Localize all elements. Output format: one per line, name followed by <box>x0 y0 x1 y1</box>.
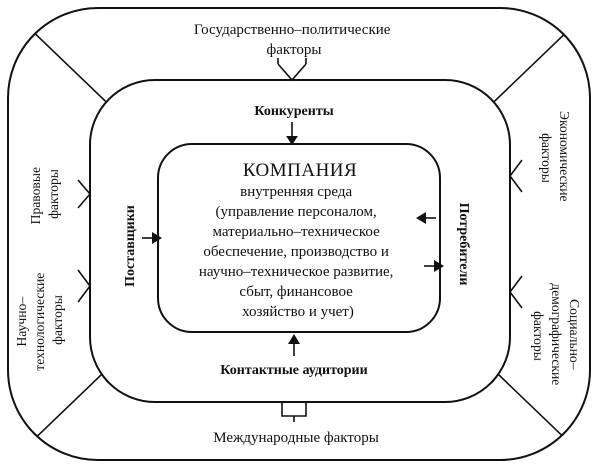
connector-left-b <box>77 269 91 303</box>
outer-left-a-line-1: Правовые <box>28 167 43 224</box>
outer-right-b-line-3: факторы <box>531 311 546 361</box>
actor-contact-audiences-label: Контактные аудитории <box>220 363 367 378</box>
arrow-competitors-head <box>286 136 298 145</box>
company-description: внутренняя среда (управление персоналом,… <box>199 184 397 320</box>
company-line-5: научно–техническое развитие, <box>199 264 394 280</box>
outer-left-a-label: Правовые факторы <box>28 164 61 225</box>
company-line-3: материально–техническое <box>213 224 381 240</box>
outer-left-b-label: Научно– технологические факторы <box>14 269 65 370</box>
company-line-6: сбыт, финансовое <box>239 284 353 300</box>
outer-top-line-1: Государственно–политические <box>194 22 391 38</box>
outer-bottom-label: Международные факторы <box>213 430 379 446</box>
outer-right-b-line-1: Социально– <box>567 299 582 370</box>
connector-right-a <box>509 159 523 193</box>
connectors <box>77 58 523 422</box>
outer-left-b-line-3: факторы <box>50 295 65 345</box>
outer-top-label: Государственно–политические факторы <box>194 22 394 58</box>
company-line-7: хозяйство и учет) <box>242 304 354 320</box>
outer-right-a-line-1: Экономические <box>557 111 572 202</box>
arrow-contact-audiences-head <box>288 334 300 344</box>
actor-competitors-label: Конкуренты <box>254 104 333 119</box>
connector-left-a <box>77 179 92 209</box>
arrow-consumers-in-head <box>416 212 426 224</box>
company-line-1: внутренняя среда <box>240 184 352 200</box>
outer-left-a-line-2: факторы <box>46 169 61 219</box>
company-line-4: обеспечение, производство и <box>203 244 388 260</box>
arrow-suppliers-head <box>152 232 162 244</box>
outer-left-b-line-1: Научно– <box>14 297 29 347</box>
outer-right-b-line-2: демографические <box>549 283 564 385</box>
outer-right-b-label: Социально– демографические факторы <box>531 283 582 388</box>
company-line-2: (управление персоналом, <box>215 204 376 220</box>
macro-environment-boundary <box>7 7 591 461</box>
outer-left-b-line-2: технологические <box>32 273 47 371</box>
outer-right-a-label: Экономические факторы <box>539 111 572 205</box>
outer-top-line-2: факторы <box>267 42 322 58</box>
arrows <box>142 122 444 356</box>
company-title: КОМПАНИЯ <box>243 160 357 181</box>
micro-environment-boundary <box>89 79 511 403</box>
connector-bottom <box>281 402 307 417</box>
actor-consumers-label: Потребители <box>456 203 471 286</box>
arrow-consumers-out-head <box>434 260 444 272</box>
outer-right-a-line-2: факторы <box>539 133 554 183</box>
connector-top <box>277 63 307 82</box>
actor-suppliers-label: Поставщики <box>123 205 138 287</box>
connector-right-b <box>509 275 523 309</box>
